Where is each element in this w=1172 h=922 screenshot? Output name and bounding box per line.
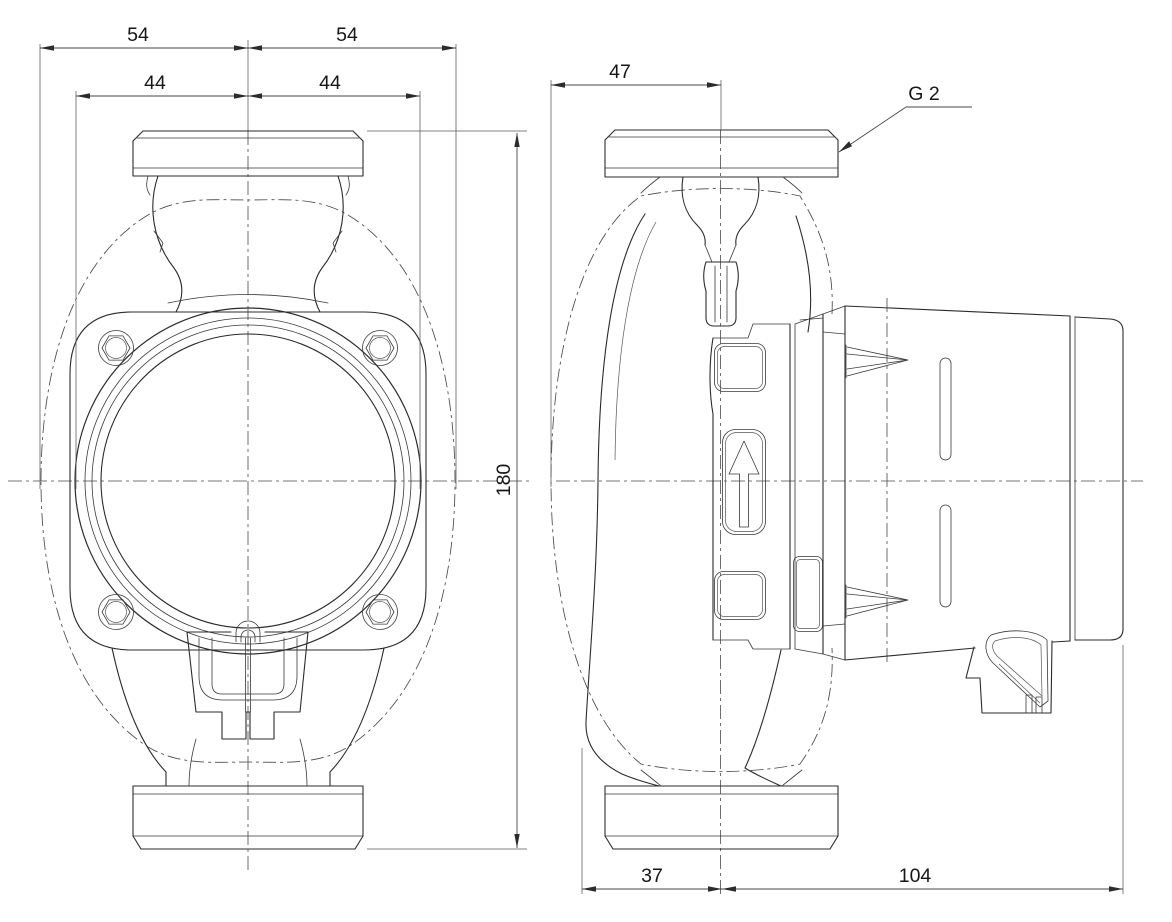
hex-bolt-bottom-right-icon xyxy=(362,594,398,630)
front-centerlines xyxy=(8,40,532,872)
front-upper-body xyxy=(152,175,344,313)
dim-label-47: 47 xyxy=(609,61,631,83)
dim-label-54-left: 54 xyxy=(127,24,149,46)
side-neck-clamp xyxy=(681,176,760,327)
side-bottom-union-nut xyxy=(604,785,839,850)
vent-slot-lower xyxy=(939,504,952,608)
dim-side-47: 47 xyxy=(550,61,722,487)
dim-front-54-54: 54 54 xyxy=(39,24,457,489)
front-lower-body xyxy=(111,647,385,787)
dim-front-44-44: 44 44 xyxy=(75,72,421,489)
side-control-panel xyxy=(709,323,791,650)
thread-label-g2: G 2 xyxy=(908,83,939,105)
motor-cone-lower xyxy=(845,584,909,619)
side-lower-body xyxy=(640,769,803,787)
front-bottom-tab xyxy=(235,620,261,643)
dim-label-54-right: 54 xyxy=(336,24,358,46)
side-plug-connector xyxy=(965,630,1053,714)
side-volute-outline xyxy=(585,213,812,787)
side-shell-phantom-outline xyxy=(550,188,833,772)
flow-direction-arrow-icon xyxy=(728,440,760,528)
dim-label-104: 104 xyxy=(899,865,932,887)
front-shell-phantom-outline xyxy=(40,199,456,763)
side-motor-body xyxy=(844,305,1124,661)
front-bottom-union-nut xyxy=(132,785,364,850)
dim-label-180: 180 xyxy=(493,464,515,497)
hex-bolt-bottom-left-icon xyxy=(98,594,134,630)
dim-label-44-right: 44 xyxy=(319,72,341,94)
motor-cone-upper xyxy=(845,344,909,379)
front-view: 54 54 44 44 180 xyxy=(8,24,532,872)
side-centerlines xyxy=(556,130,1143,894)
front-face-circles xyxy=(74,307,422,655)
dim-label-37: 37 xyxy=(641,865,663,887)
side-top-union-nut xyxy=(604,129,839,194)
vent-slot-upper xyxy=(939,357,952,461)
hex-bolt-top-left-icon xyxy=(98,330,134,366)
hex-bolt-top-right-icon xyxy=(362,330,398,366)
front-top-union-nut xyxy=(132,130,364,196)
front-flange-plate xyxy=(69,311,427,651)
dim-label-44-left: 44 xyxy=(144,72,166,94)
front-hex-bolts xyxy=(98,330,398,630)
side-view: 47 37 104 G 2 xyxy=(550,61,1143,894)
front-lower-bracket xyxy=(186,631,309,740)
side-junction-slab xyxy=(793,313,824,655)
dim-side-37-104: 37 104 xyxy=(581,645,1124,894)
side-stator-rim xyxy=(822,305,846,661)
dim-front-180: 180 xyxy=(367,130,527,850)
thread-callout-g2: G 2 xyxy=(838,83,972,153)
